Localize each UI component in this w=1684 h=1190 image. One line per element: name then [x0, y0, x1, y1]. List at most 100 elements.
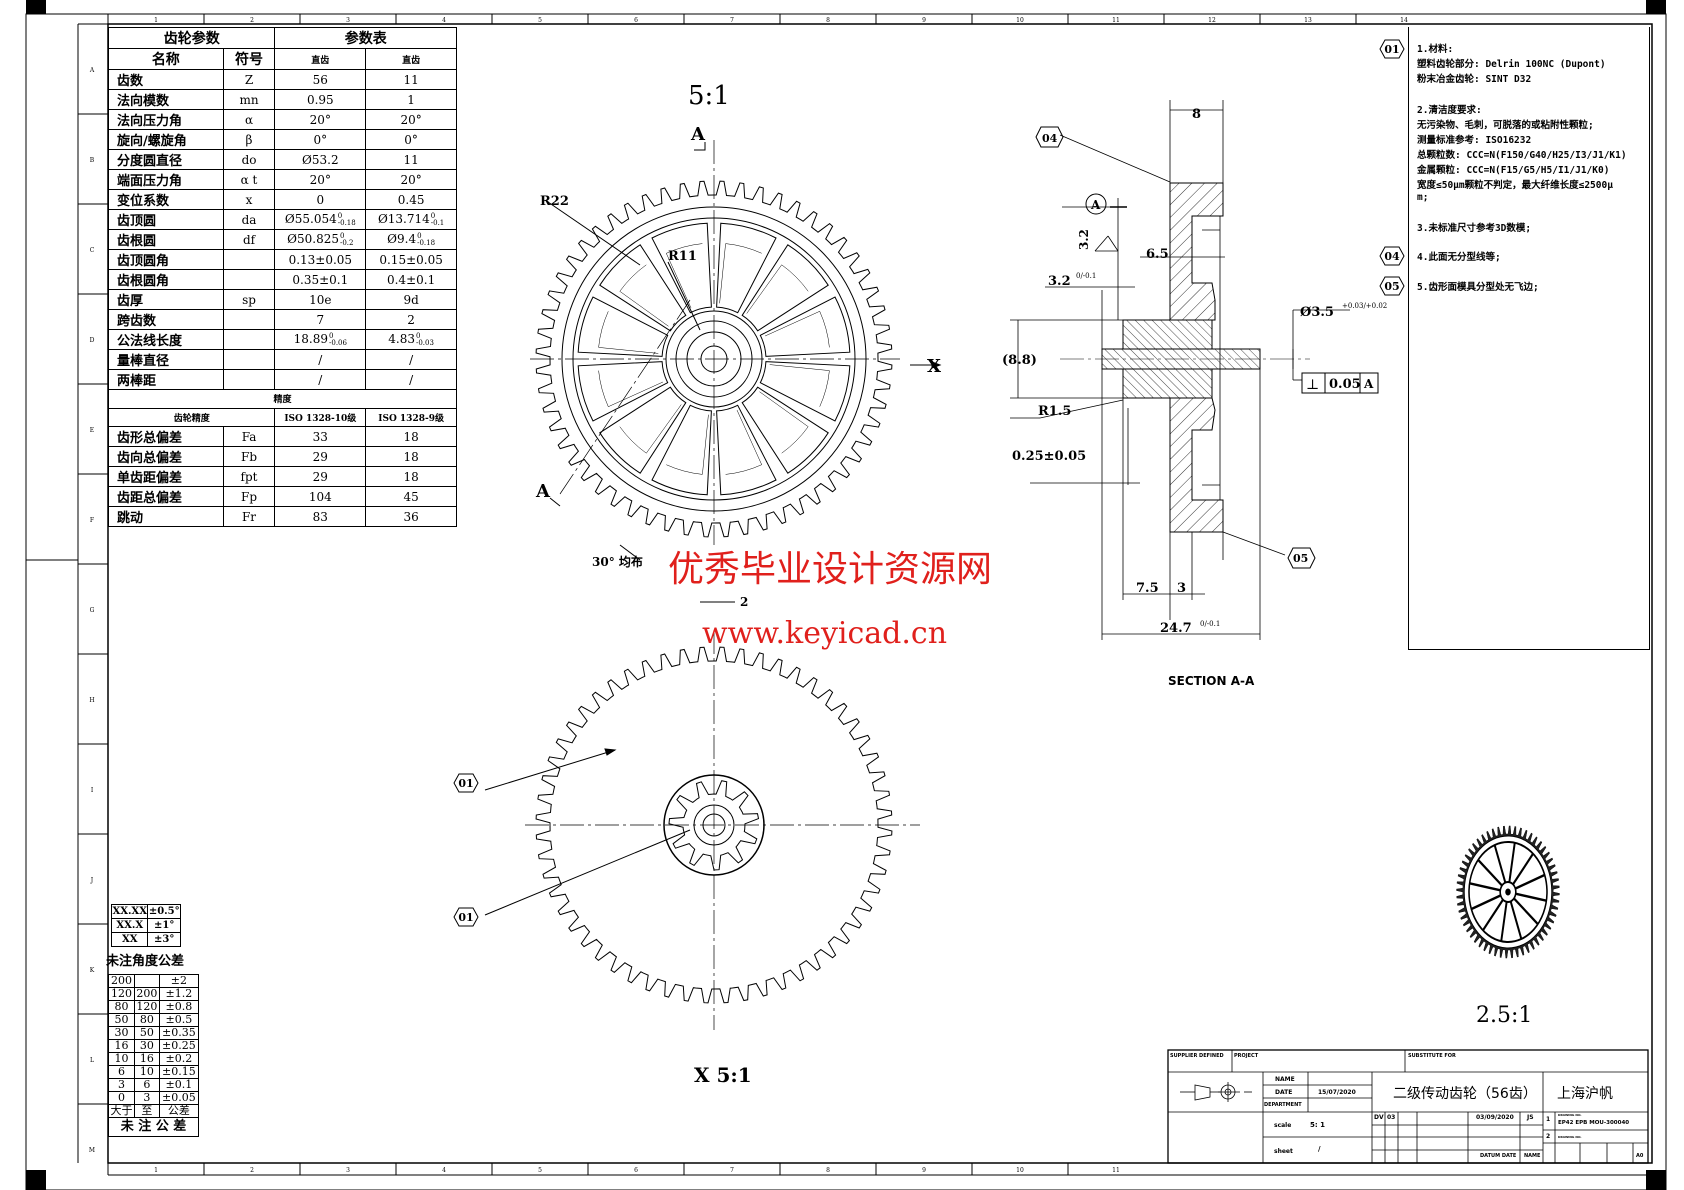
datum-a-bubble: [1085, 193, 1107, 215]
table-cell: Fp: [222, 486, 276, 508]
tag05-label: 05: [1293, 552, 1308, 565]
table-cell: 10: [108, 1052, 135, 1066]
table-cell: 50: [108, 1013, 135, 1027]
table-cell: 齿距总偏差: [108, 486, 224, 508]
table-cell: 30: [108, 1026, 135, 1040]
dim-3-2-tol: 0/-0.1: [1076, 272, 1096, 280]
dim-8: 8: [1192, 107, 1201, 122]
dim-3-2: 3.2: [1048, 274, 1071, 289]
table-row: 精度: [108, 389, 457, 409]
value: 20°: [309, 172, 331, 187]
frame-col-number: 2: [250, 17, 254, 24]
tolerance: 0-0.1: [431, 212, 445, 227]
tag-01-label: 01: [458, 777, 473, 790]
upper-tolerance: 0: [337, 211, 343, 220]
table-cell: 端面压力角: [108, 169, 224, 190]
tolerance: 0-0.18: [337, 211, 356, 227]
tag01-leader-1: [484, 749, 616, 791]
frame-row-letter: A: [89, 67, 95, 74]
table-cell: /: [365, 369, 457, 390]
tag05-hex: [1287, 547, 1316, 569]
note-tag-hex: [1379, 276, 1405, 296]
table-cell: mn: [222, 89, 276, 110]
table-cell: ±0.2: [158, 1052, 200, 1066]
section-mark-top: A: [690, 124, 706, 145]
table-cell: 29: [274, 466, 367, 488]
dim-2: 2: [740, 595, 748, 609]
watermark-url[interactable]: www.keyicad.cn: [702, 616, 948, 651]
spoke-window: [577, 361, 669, 422]
table-cell: α: [222, 109, 276, 130]
table-row: 两棒距//: [108, 369, 457, 390]
table-cell: [222, 369, 276, 390]
frame-bottom-number: 4: [442, 1167, 446, 1174]
pinion-teeth: [668, 780, 760, 871]
table-cell: 直齿: [365, 48, 457, 70]
table-cell: 18: [365, 466, 457, 488]
table-cell: 16: [108, 1039, 135, 1053]
table-cell: x: [222, 189, 276, 210]
table-cell: ±0.25: [158, 1039, 200, 1053]
table-cell: α t: [222, 169, 276, 190]
dim-3: 3: [1177, 581, 1186, 596]
table-cell: 20°: [365, 169, 457, 190]
table-cell: [222, 269, 276, 290]
dim-24-7: 24.7: [1160, 621, 1192, 636]
table-cell: Fb: [222, 446, 276, 468]
frame-bottom-number: 6: [634, 1167, 638, 1174]
value: Ø55.054: [284, 212, 337, 227]
section-arrow-bottom: [549, 497, 561, 507]
spoke-window: [741, 244, 829, 332]
table-cell: 变位系数: [108, 189, 224, 210]
dim-6-5: 6.5: [1146, 247, 1169, 262]
value: 4.83: [388, 332, 415, 347]
frame-bottom-number: 11: [1112, 1167, 1120, 1174]
tag04-hex: [1035, 126, 1064, 148]
table-row: 量棒直径//: [108, 349, 457, 370]
value: 2: [407, 312, 415, 327]
tb-scale-label: scale: [1274, 1122, 1292, 1129]
table-cell: 直齿: [274, 48, 367, 70]
tolerance: 0-0.03: [415, 332, 434, 347]
datum-a-label: A: [1090, 198, 1101, 212]
table-cell: [222, 349, 276, 370]
value: Ø9.4: [387, 232, 417, 247]
table-cell: 参数表: [274, 27, 457, 49]
table-cell: ±0.1: [158, 1078, 200, 1092]
value: /: [409, 372, 414, 387]
value: /: [409, 352, 414, 367]
tb-row1-value: EP42 EPB MOU-300040: [1558, 1120, 1630, 1126]
frame-bottom-number: 2: [250, 1167, 254, 1174]
front-centerlines: [530, 140, 900, 545]
table-row: XX.XX±0.5°: [110, 904, 181, 919]
frame-row-letter: L: [90, 1057, 94, 1064]
spoke-window: [577, 296, 669, 357]
frame-row-letter: K: [90, 967, 95, 974]
lower-tolerance: -0.18: [337, 218, 356, 227]
table-cell: 56: [274, 69, 367, 90]
table-cell: 0.4±0.1: [365, 269, 457, 290]
lower-tolerance: -0.03: [415, 338, 434, 347]
note-line: 总颗粒数: CCC=N(F150/G40/H25/I3/J1/K1): [1417, 150, 1627, 161]
table-cell: 齿向总偏差: [108, 446, 224, 468]
technical-notes: 1.材料: 塑料齿轮部分: Delrin 100NC (Dupont) 粉末冶金…: [1408, 27, 1650, 650]
r22-leader: [547, 201, 641, 266]
note-line: m;: [1417, 192, 1429, 203]
tb-row2-small: DRAWING NO.: [1558, 1135, 1582, 1139]
table-cell: 20°: [274, 169, 367, 190]
table-cell: [222, 309, 276, 330]
spoke-window: [759, 361, 851, 422]
table-cell: 齿轮参数: [107, 27, 276, 49]
tb-row2-no: 2: [1546, 1133, 1551, 1140]
value: 18.89: [293, 332, 329, 347]
frame-row-letter: M: [89, 1147, 95, 1154]
table-cell: ISO 1328-10级: [274, 407, 367, 428]
